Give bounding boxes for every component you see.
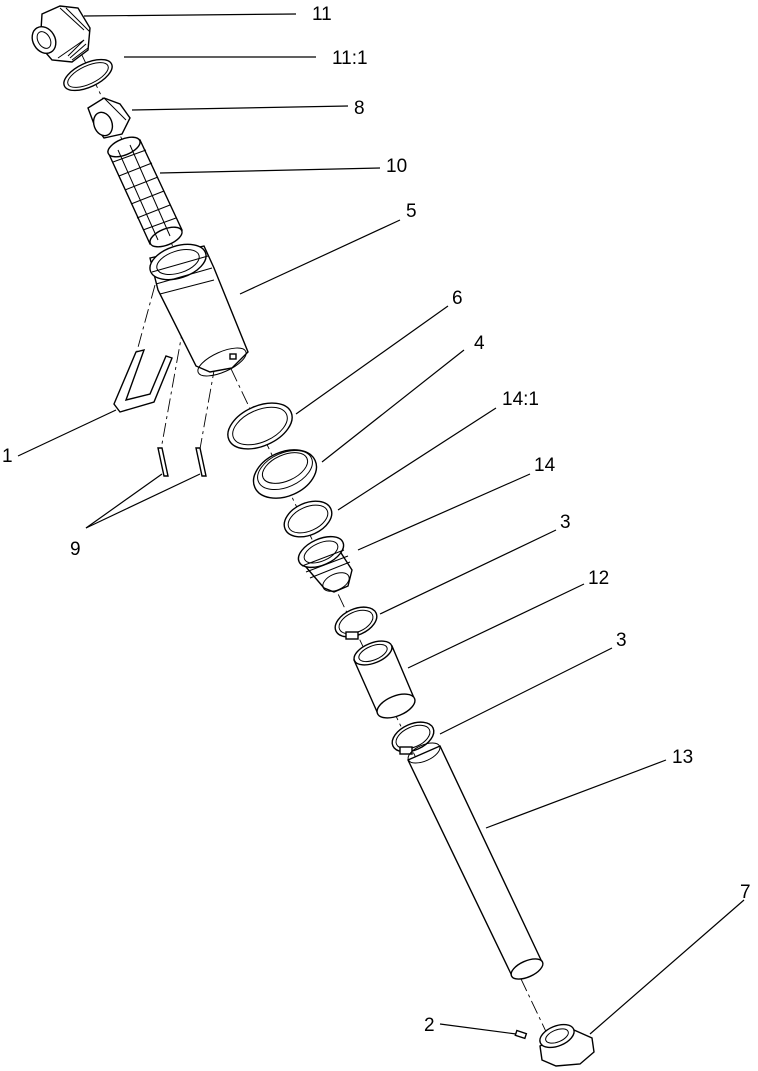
callout-6: 6 [452,288,463,309]
callout-7: 7 [740,882,751,903]
part-11-cap [31,5,91,63]
leader-lines [17,13,745,1035]
part-14-adapter [297,535,353,593]
part-8-valve [87,97,131,139]
part-5-filter-housing [149,243,249,377]
callout-5: 5 [406,201,417,222]
callout-11-1: 11:1 [332,48,368,69]
part-10-strainer [107,136,183,248]
callout-1: 1 [2,446,13,467]
part-6-gasket [227,402,293,450]
callout-9: 9 [70,539,81,560]
callout-3-lower: 3 [616,630,627,651]
callout-11: 11 [312,4,332,25]
part-11-1-o-ring [63,58,113,92]
callout-14-1: 14:1 [502,389,539,410]
callout-12: 12 [588,568,609,589]
callout-labels: 11 11:1 8 10 5 6 4 14:1 14 3 12 3 13 7 2… [2,4,751,1036]
part-1-handle [113,349,173,413]
part-4-nut-ring [252,449,318,499]
part-12-hose [353,640,416,719]
callout-8: 8 [354,98,365,119]
part-2-screw [514,1029,528,1040]
part-14-1-o-ring [283,500,333,538]
callout-10: 10 [386,156,407,177]
callout-13: 13 [672,747,693,768]
part-3-hose-clamp-upper [334,606,378,640]
callout-3-upper: 3 [560,512,571,533]
callout-4: 4 [474,333,485,354]
part-9-pins [157,447,207,477]
part-13-suction-tube [407,742,544,980]
callout-2: 2 [424,1015,435,1036]
part-7-foot [539,1023,595,1067]
callout-14: 14 [534,455,556,476]
